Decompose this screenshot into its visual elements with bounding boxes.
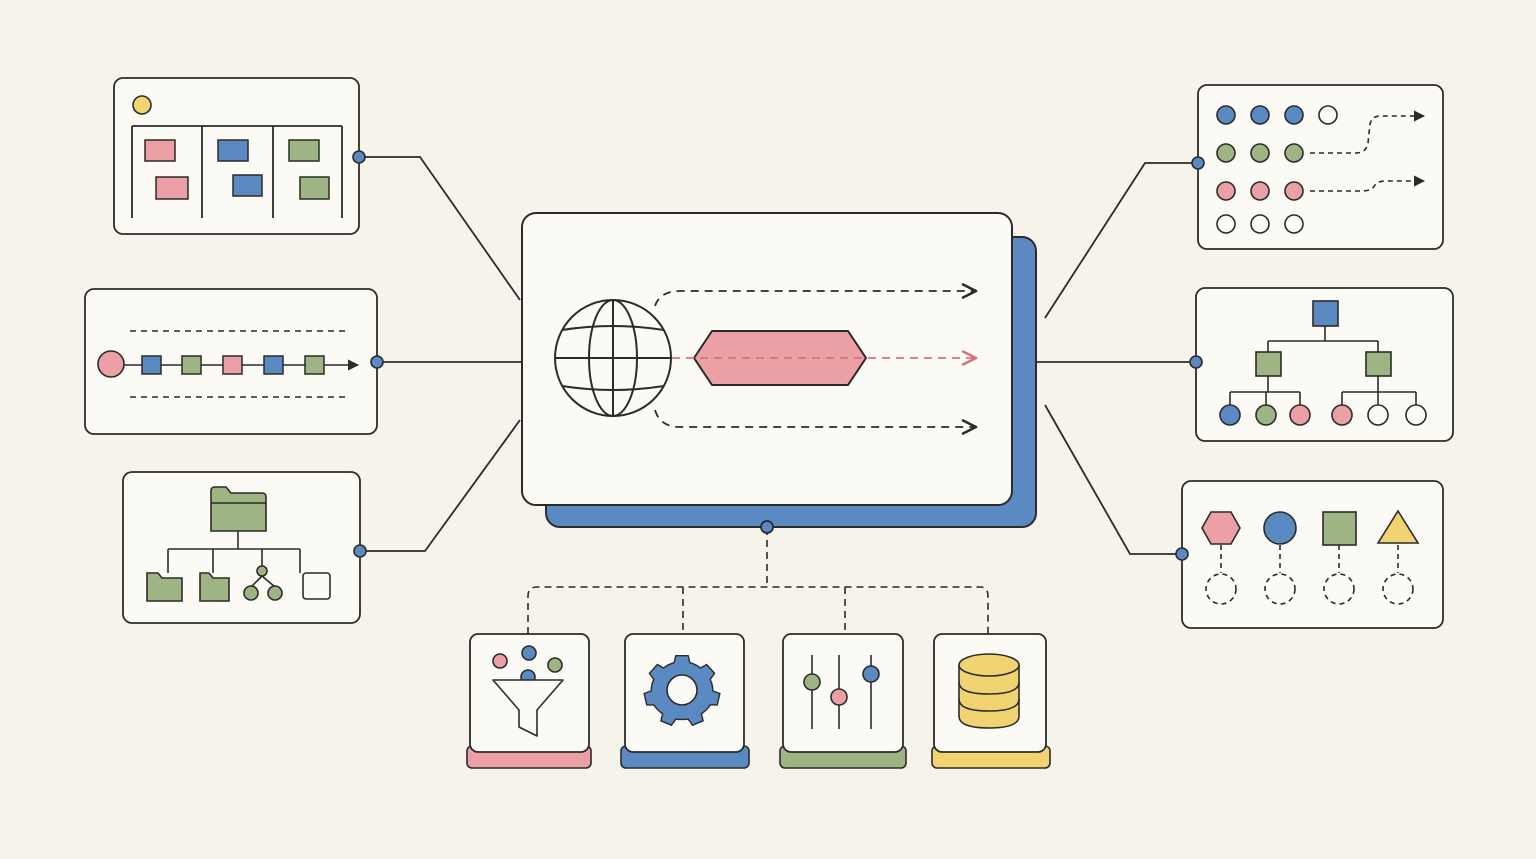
dashed-arrow-bottom [654,409,978,435]
dot-matrix-panel [1191,84,1444,250]
hexagon-bar [692,330,868,386]
globe-icon [554,299,672,417]
filter-funnel-icon [492,645,564,737]
sliders-icon [803,655,880,729]
shapes-panel [1175,480,1444,629]
folders-panel [122,471,367,624]
hierarchy-port [1189,355,1203,369]
sliders-tool-card[interactable] [779,633,907,769]
shape-mapping-icon [1201,509,1420,605]
dot-matrix-routing-icon [1216,105,1426,234]
gear-icon [643,654,721,727]
connector-kanban [359,156,521,301]
folder-tree-icon [146,486,331,602]
database-tool-card[interactable] [931,633,1051,769]
kanban-board-icon [131,95,343,218]
connector-folders [360,419,521,552]
pipeline-panel [84,288,384,435]
connector-shapes [1044,404,1182,555]
filter-tool-card[interactable] [466,633,592,769]
gear-tool-card[interactable] [620,633,750,769]
hierarchy-tree-icon [1219,300,1427,426]
connector-dot-matrix [1044,162,1198,319]
connector-lines [359,156,1198,555]
folders-port [353,544,367,558]
shapes-port [1175,547,1189,561]
hierarchy-panel [1189,287,1454,442]
dashed-arrow-top [654,283,978,307]
dot-matrix-port [1191,156,1205,170]
tool-distribution-lines [527,528,989,634]
pipeline-port [370,355,384,369]
hub-output-arrows [654,283,978,435]
pipeline-timeline-icon [97,330,360,398]
database-icon [958,653,1020,729]
kanban-panel [113,77,366,235]
hub-panel [521,212,1037,534]
kanban-port [352,150,366,164]
hub-bottom-port [760,520,774,534]
